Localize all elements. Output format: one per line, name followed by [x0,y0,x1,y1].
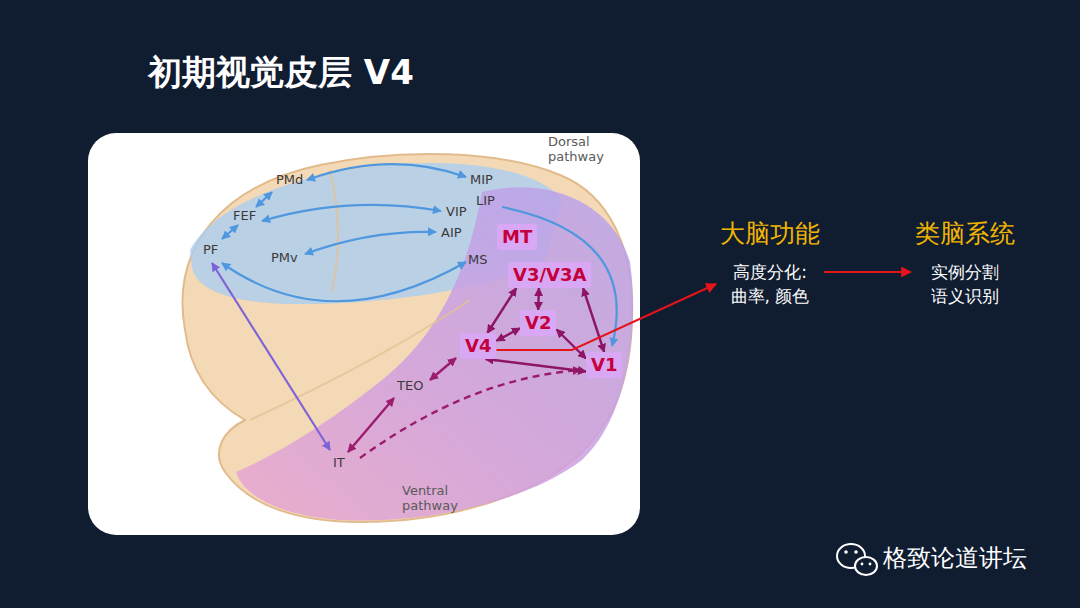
area-label: TEO [397,378,423,393]
column-body: 实例分割 语义识别 [915,260,1015,308]
cortex-area-box: MT [497,224,537,250]
area-label: PF [203,242,218,257]
area-label: FEF [233,208,256,223]
column-body: 高度分化: 曲率, 颜色 [720,260,820,308]
area-label: MIP [470,172,493,187]
it-v1-dashed-arrow [360,370,581,458]
pathway-label: Dorsal pathway [548,134,614,164]
figure-panel [88,133,640,535]
cortex-area-box: V3/V3A [508,262,591,288]
wechat-icon [837,544,877,575]
area-name: V3/V3A [513,263,586,287]
area-name: MT [502,225,532,249]
column-heading: 类脑系统 [915,217,1015,250]
cortex-area-box: V4 [460,333,496,359]
slide-title: 初期视觉皮层 V4 [148,50,414,96]
text-column: 大脑功能高度分化: 曲率, 颜色 [716,217,824,308]
pathway-label: Ventral pathway [402,483,468,513]
area-name: V2 [525,311,551,335]
area-name: V1 [591,353,617,377]
area-label: AIP [441,225,462,240]
cortex-area-box: V2 [520,310,556,336]
pathway-connector [537,288,540,310]
area-label: PMv [271,250,298,265]
mapping-arrow [497,284,717,350]
text-column: 类脑系统实例分割 语义识别 [911,217,1019,308]
dorsal-arrows [222,164,617,346]
watermark: 格致论道讲坛 [883,543,1027,573]
area-label: MS [468,252,487,267]
pf-it-arrow [212,263,330,450]
mapping-arrow [824,271,911,273]
area-label: IT [333,455,345,470]
teo-v4-arrow [430,358,456,380]
brain-outline [183,154,633,522]
area-label: PMd [276,172,303,187]
pathway-connector [557,330,587,359]
sulcus [330,170,338,292]
pathway-connector [486,359,587,372]
area-label: VIP [446,204,467,219]
column-heading: 大脑功能 [720,217,820,250]
ventral-region [236,187,633,520]
it-teo-arrow [348,398,394,452]
sulcus [250,300,470,420]
pathway-connector [497,328,521,341]
area-label: LIP [476,193,495,208]
cortex-area-box: V1 [586,352,622,378]
pathway-connector [487,288,516,333]
area-name: V4 [465,334,491,358]
